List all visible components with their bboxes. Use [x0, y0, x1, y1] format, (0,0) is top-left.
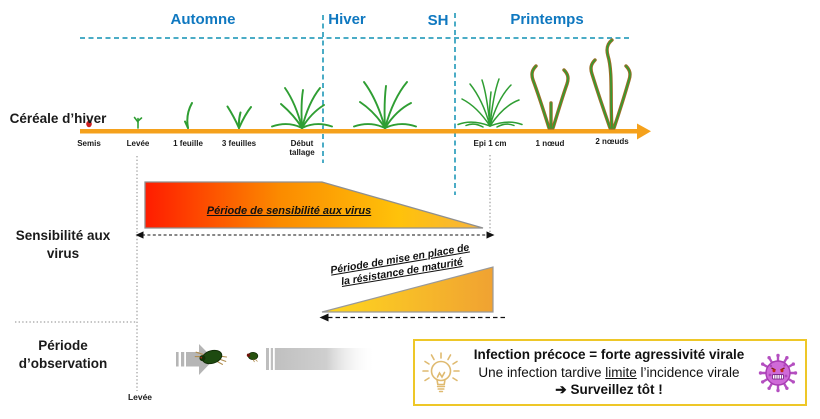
season-label-sh: SH: [427, 12, 449, 29]
stage-label-1-noeud: 1 nœud: [535, 139, 565, 148]
infection-info-text: Infection précoce = forte agressivité vi…: [461, 346, 757, 399]
info-line-3: ➔Surveillez tôt !: [463, 381, 755, 399]
info-line-1: Infection précoce = forte agressivité vi…: [473, 346, 745, 362]
connector-dotted-lines: [15, 155, 491, 391]
stage-label-2-noeuds: 2 nœuds: [595, 137, 629, 146]
info-line-3-text: Surveillez tôt !: [570, 382, 663, 398]
right-arrow-icon: ➔: [555, 382, 567, 398]
maturity-resistance-shape: [321, 266, 494, 313]
info-line-2-before: Une infection tardive: [478, 364, 606, 380]
aphid-icon: [246, 352, 259, 363]
stage-label-levee: Levée: [126, 139, 150, 148]
observation-period-bar: [266, 348, 376, 370]
infection-info-box: Infection précoce = forte agressivité vi…: [413, 339, 807, 406]
virus-period-range-arrow: [135, 231, 495, 239]
plant-levee-sprout: [133, 116, 143, 129]
levee-marker-label: Levée: [127, 392, 153, 402]
virus-icon: [758, 353, 798, 392]
plant-epi-1cm: [457, 78, 523, 128]
plant-3-feuilles: [226, 105, 252, 129]
row-label-sensibilite: Sensibilité aux virus: [15, 228, 111, 261]
info-line-2: Une infection tardive limite l’incidence…: [463, 364, 755, 382]
season-label-hiver: Hiver: [328, 11, 366, 28]
plant-2-noeuds: [589, 38, 632, 130]
maturity-period-range-arrow: [319, 313, 505, 322]
row-label-cereale: Céréale d’hiver: [9, 111, 107, 126]
season-divider-lines: [80, 13, 632, 195]
stage-label-semis: Semis: [77, 139, 101, 148]
plant-1-feuille: [184, 102, 193, 129]
stage-label-epi-1cm: Epi 1 cm: [473, 139, 507, 148]
season-label-printemps: Printemps: [510, 11, 584, 28]
lightbulb-icon: [422, 351, 460, 392]
plant-debut-tallage: [271, 87, 333, 129]
plant-tallage-hiver: [353, 81, 417, 129]
row-label-observation: Période d’observation: [18, 338, 108, 371]
stage-label-3-feuilles: 3 feuilles: [221, 139, 257, 148]
season-label-automne: Automne: [170, 11, 236, 28]
timeline-arrow-icon: [80, 123, 651, 140]
stage-label-debut-tallage: Début tallage: [289, 139, 315, 158]
plant-semis-seed: [86, 119, 92, 128]
virus-sensitivity-shape: [144, 181, 484, 229]
stage-label-1-feuille: 1 feuille: [173, 139, 203, 148]
plant-1-noeud: [530, 64, 570, 130]
aphid-icon: [194, 349, 228, 365]
info-line-2-after: l’incidence virale: [636, 364, 740, 380]
virus-period-caption: Période de sensibilité aux virus: [206, 205, 372, 217]
info-line-2-underlined: limite: [605, 364, 637, 380]
